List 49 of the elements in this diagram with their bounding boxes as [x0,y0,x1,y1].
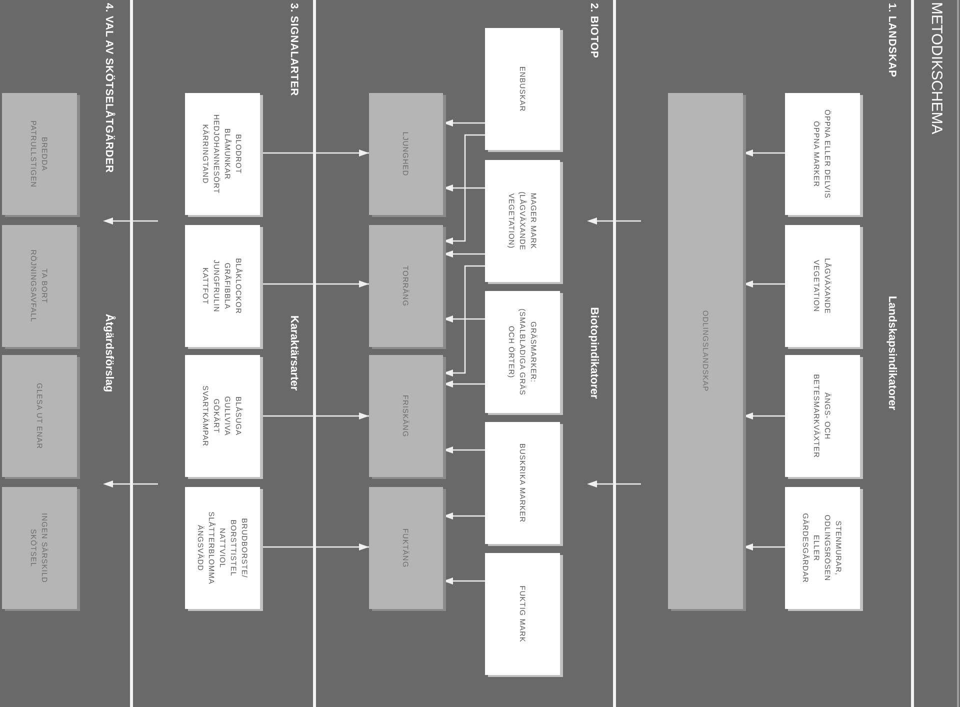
arrow [443,250,485,258]
section-heading: 3. SIGNALARTER [288,3,300,96]
indicator-box [485,553,560,675]
arrow [743,280,785,288]
arrow [443,512,485,520]
arrow [443,316,485,322]
arrow [743,150,785,156]
arrow [443,134,485,244]
indicator-box [485,422,560,544]
biotope-box [369,355,443,477]
biotope-box [369,225,443,347]
section-heading: 1. LANDSKAP [886,3,898,78]
arrow [743,412,785,420]
section-subtitle: Karaktärsarter [288,315,300,391]
action-box [2,93,77,215]
action-box [2,355,77,477]
indicator-box [485,291,560,413]
arrow [443,380,485,388]
indicator-box [785,487,860,609]
action-box [2,225,77,347]
arrow [260,280,369,288]
indicator-box [785,225,860,347]
section-subtitle: Åtgärdsförslag [102,314,116,392]
section-heading: 2. BIOTOP [588,3,600,58]
species-box [185,355,260,477]
indicator-box [785,93,860,215]
biotope-box [369,487,443,609]
arrow [443,265,485,376]
indicator-box [485,160,560,282]
arrow [443,184,485,192]
diagram-title: METODIKSCHEMA [927,2,946,134]
biotope-box [369,93,443,215]
arrow [443,120,485,126]
species-box [185,225,260,347]
indicator-box [485,28,560,150]
species-box [185,487,260,609]
section-heading: 4. VAL AV SKÖTSELÅTGÄRDER [102,3,116,174]
arrow [260,544,369,550]
arrow [743,544,785,550]
arrow [260,150,369,156]
indicator-box [785,355,860,477]
arrow [443,446,485,454]
species-box [185,93,260,215]
action-box [2,487,77,609]
arrow [443,578,485,584]
section-subtitle: Landskapsindikatorer [886,296,898,410]
landscape-bar [668,93,743,609]
arrow [260,412,369,420]
section-subtitle: Biotopindikatorer [588,307,600,399]
